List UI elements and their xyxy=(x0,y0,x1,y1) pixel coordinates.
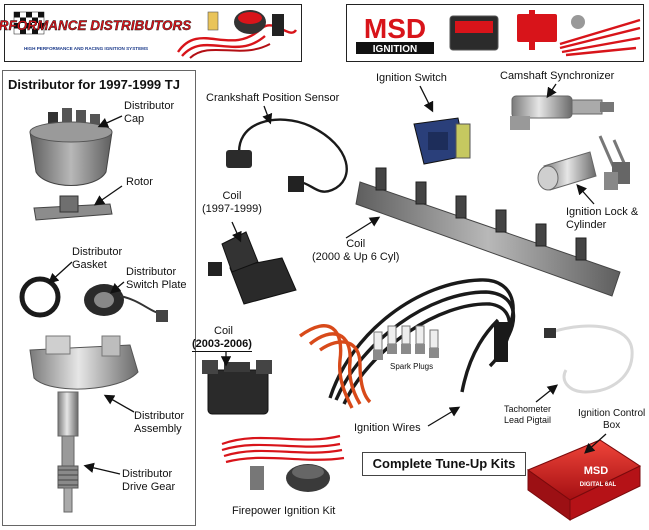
msd-ignition-bar xyxy=(356,42,434,54)
camshaft-synchronizer xyxy=(510,95,614,130)
coil-2003-2006 xyxy=(202,360,272,415)
label-ignition-lock-cylinder: Ignition Lock & Cylinder xyxy=(566,206,639,231)
label-coil-1997-1999: Coil (1997-1999) xyxy=(202,190,262,215)
msd-banner-products xyxy=(449,10,641,57)
msd-box-model: DIGITAL 6AL xyxy=(580,482,617,488)
ignition-switch xyxy=(413,117,471,165)
label-distributor-drive-gear: Distributor Drive Gear xyxy=(122,468,176,493)
label-camshaft-synchronizer: Camshaft Synchronizer xyxy=(500,70,615,82)
checkered-flag-icon xyxy=(13,11,45,35)
performance-distributors-tagline: HIGH PERFORMANCE AND RACING IGNITION SYS… xyxy=(24,46,148,51)
label-firepower-ignition-kit: Firepower Ignition Kit xyxy=(232,505,336,517)
label-ignition-control-box: Ignition Control Box xyxy=(578,408,646,431)
msd-logo: MSD xyxy=(364,13,426,44)
label-crankshaft-position-sensor: Crankshaft Position Sensor xyxy=(206,92,340,104)
label-distributor-switch-plate: Distributor Switch Plate xyxy=(126,266,187,291)
msd-ignition-control-box xyxy=(526,439,642,521)
distributor-assembly xyxy=(29,335,139,513)
label-distributor-cap: Distributor Cap xyxy=(124,100,175,125)
complete-tune-up-kits-box: Complete Tune-Up Kits xyxy=(362,452,526,476)
msd-box-brand: MSD xyxy=(584,465,609,477)
label-tachometer-lead-pigtail: Tachometer Lead Pigtail xyxy=(504,404,552,425)
ignition-wires xyxy=(298,278,516,409)
coil-rail-2000-up xyxy=(355,167,621,297)
msd-ignition-text: IGNITION xyxy=(373,44,417,55)
label-rotor: Rotor xyxy=(126,176,153,188)
label-coil-2003: Coil xyxy=(214,325,233,337)
coil-1997-1999 xyxy=(208,231,297,305)
label-ignition-switch: Ignition Switch xyxy=(376,72,447,84)
label-distributor-gasket: Distributor Gasket xyxy=(72,246,123,271)
rotor xyxy=(33,195,113,221)
banner-wires-illustration xyxy=(177,10,298,59)
panel-title: Distributor for 1997-1999 TJ xyxy=(8,77,180,92)
distributor-cap xyxy=(29,108,113,186)
performance-distributors-logo: PERFORMANCE DISTRIBUTORS xyxy=(0,18,191,33)
callout-arrows xyxy=(48,83,607,475)
label-ignition-wires: Ignition Wires xyxy=(354,422,421,434)
label-distributor-assembly: Distributor Assembly xyxy=(134,410,185,435)
spark-plugs xyxy=(373,325,439,360)
firepower-ignition-kit xyxy=(221,434,345,492)
label-coil-2000-up: Coil (2000 & Up 6 Cyl) xyxy=(312,238,400,263)
label-spark-plugs: Spark Plugs xyxy=(390,362,434,371)
distributor-gasket xyxy=(19,276,61,318)
label-coil-2003-years: (2003-2006) xyxy=(192,338,252,352)
tachometer-lead-pigtail xyxy=(544,324,634,394)
ignition-lock-cylinder xyxy=(537,135,630,191)
crankshaft-position-sensor xyxy=(226,118,348,193)
